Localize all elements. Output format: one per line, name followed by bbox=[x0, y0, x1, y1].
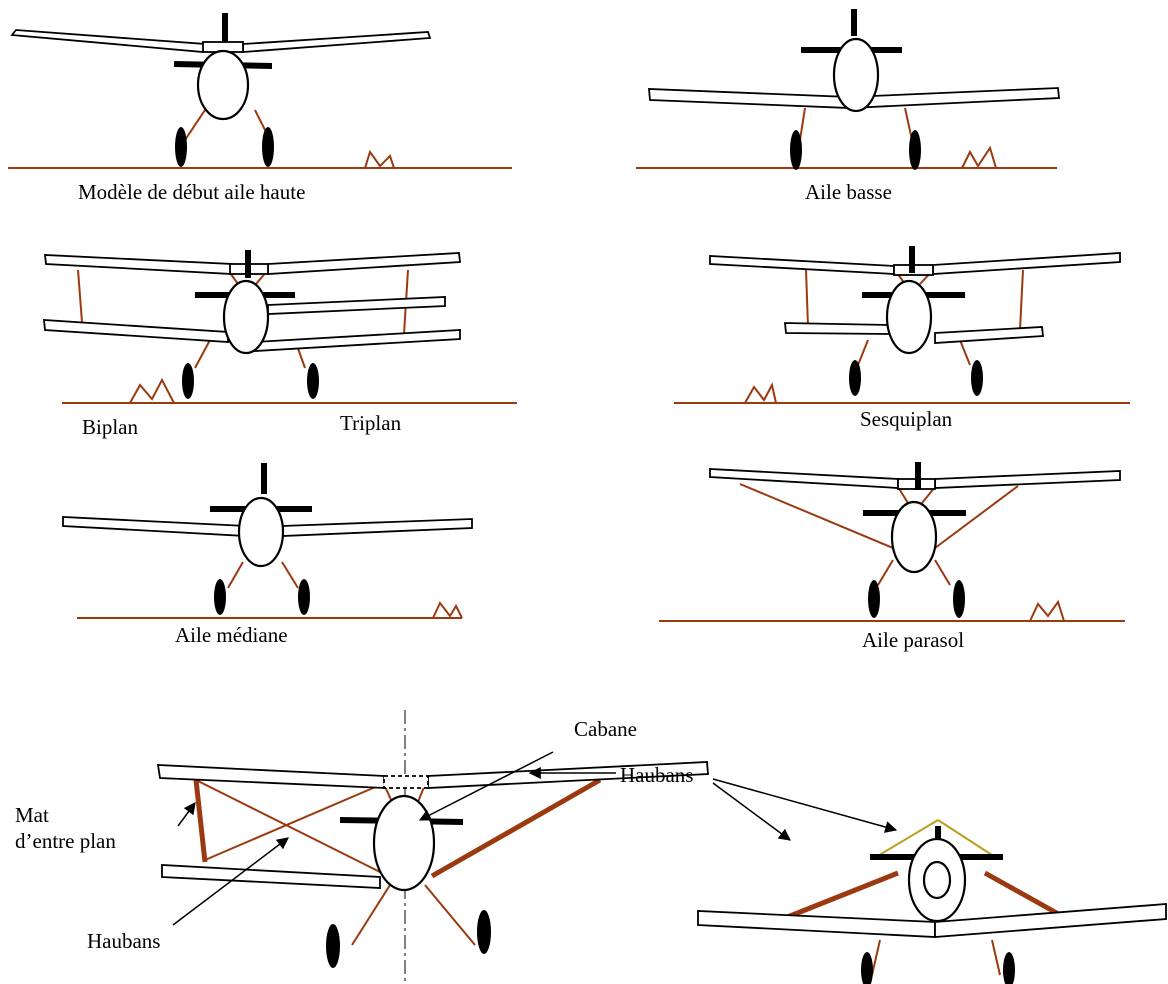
label-mat-line1: Mat bbox=[15, 803, 49, 827]
cabane-wire bbox=[875, 819, 939, 858]
low-wing-drawing bbox=[636, 9, 1060, 170]
interplane-strut bbox=[193, 779, 208, 863]
parasol-wing-drawing bbox=[659, 462, 1125, 622]
label-low-wing: Aile basse bbox=[805, 180, 892, 204]
label-sesquiplane: Sesquiplan bbox=[860, 407, 953, 431]
braced-low-wing-drawing bbox=[697, 778, 1167, 984]
flying-wire-right bbox=[430, 777, 602, 879]
sesquiplane-drawing bbox=[674, 246, 1130, 404]
label-cabane: Cabane bbox=[574, 717, 637, 741]
label-mid-wing: Aile médiane bbox=[175, 623, 288, 647]
label-high-wing: Modèle de début aile haute bbox=[78, 180, 305, 204]
detailed-biplane-drawing bbox=[156, 710, 709, 984]
label-haubans-left: Haubans bbox=[87, 929, 160, 953]
label-biplane: Biplan bbox=[82, 415, 138, 439]
biplane-triplane-drawing bbox=[42, 250, 517, 404]
high-wing-drawing bbox=[8, 13, 512, 169]
label-haubans-right: Haubans bbox=[620, 763, 693, 787]
mid-wing-drawing bbox=[62, 463, 473, 619]
label-mat-line2: d’entre plan bbox=[15, 829, 116, 853]
label-triplane: Triplan bbox=[340, 411, 402, 435]
label-parasol: Aile parasol bbox=[862, 628, 964, 652]
